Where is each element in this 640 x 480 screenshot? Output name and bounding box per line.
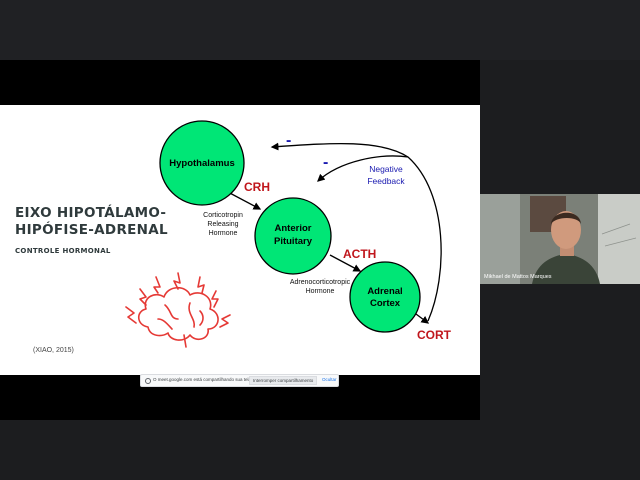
share-indicator-icon: [145, 378, 151, 384]
cort-label: CORT: [417, 328, 452, 342]
presentation-slide: EIXO HIPOTÁLAMO- HIPÓFISE-ADRENAL CONTRO…: [0, 105, 480, 375]
minus-sign-1: -: [286, 132, 291, 149]
screen-share-notification: O meet.google.com está compartilhando su…: [140, 374, 339, 387]
crh-desc-1: Corticotropin: [203, 212, 243, 219]
adrenal-cortex-label-1: Adrenal: [367, 286, 402, 297]
hide-button[interactable]: Ocultar: [322, 377, 337, 382]
negative-feedback-label-2: Feedback: [367, 176, 405, 186]
participant-name: Mikhael de Mattos Marques: [484, 274, 552, 280]
stop-sharing-button[interactable]: Interromper compartilhamento: [249, 376, 317, 385]
adrenal-cortex-node: [350, 262, 420, 332]
hpa-axis-diagram: Hypothalamus Anterior Pituitary Adrenal …: [0, 105, 480, 375]
crh-desc-3: Hormone: [209, 230, 238, 237]
anterior-pituitary-label-1: Anterior: [275, 223, 312, 234]
stressed-brain-icon: [126, 273, 230, 347]
acth-desc-1: Adrenocorticotropic: [290, 279, 351, 286]
acth-desc-2: Hormone: [306, 288, 335, 295]
share-message: O meet.google.com está compartilhando su…: [153, 377, 252, 382]
adrenal-cortex-label-2: Cortex: [370, 298, 401, 309]
participant-video-tile[interactable]: Mikhael de Mattos Marques: [480, 194, 640, 284]
crh-label: CRH: [244, 180, 270, 194]
participant-video-feed: [480, 194, 640, 284]
negative-feedback-label-1: Negative: [369, 164, 403, 174]
crh-desc-2: Releasing: [207, 221, 238, 228]
hypothalamus-label: Hypothalamus: [169, 158, 234, 169]
minus-sign-2: -: [323, 154, 328, 171]
acth-label: ACTH: [343, 247, 376, 261]
anterior-pituitary-label-2: Pituitary: [274, 236, 313, 247]
meeting-top-bar: [0, 0, 640, 60]
